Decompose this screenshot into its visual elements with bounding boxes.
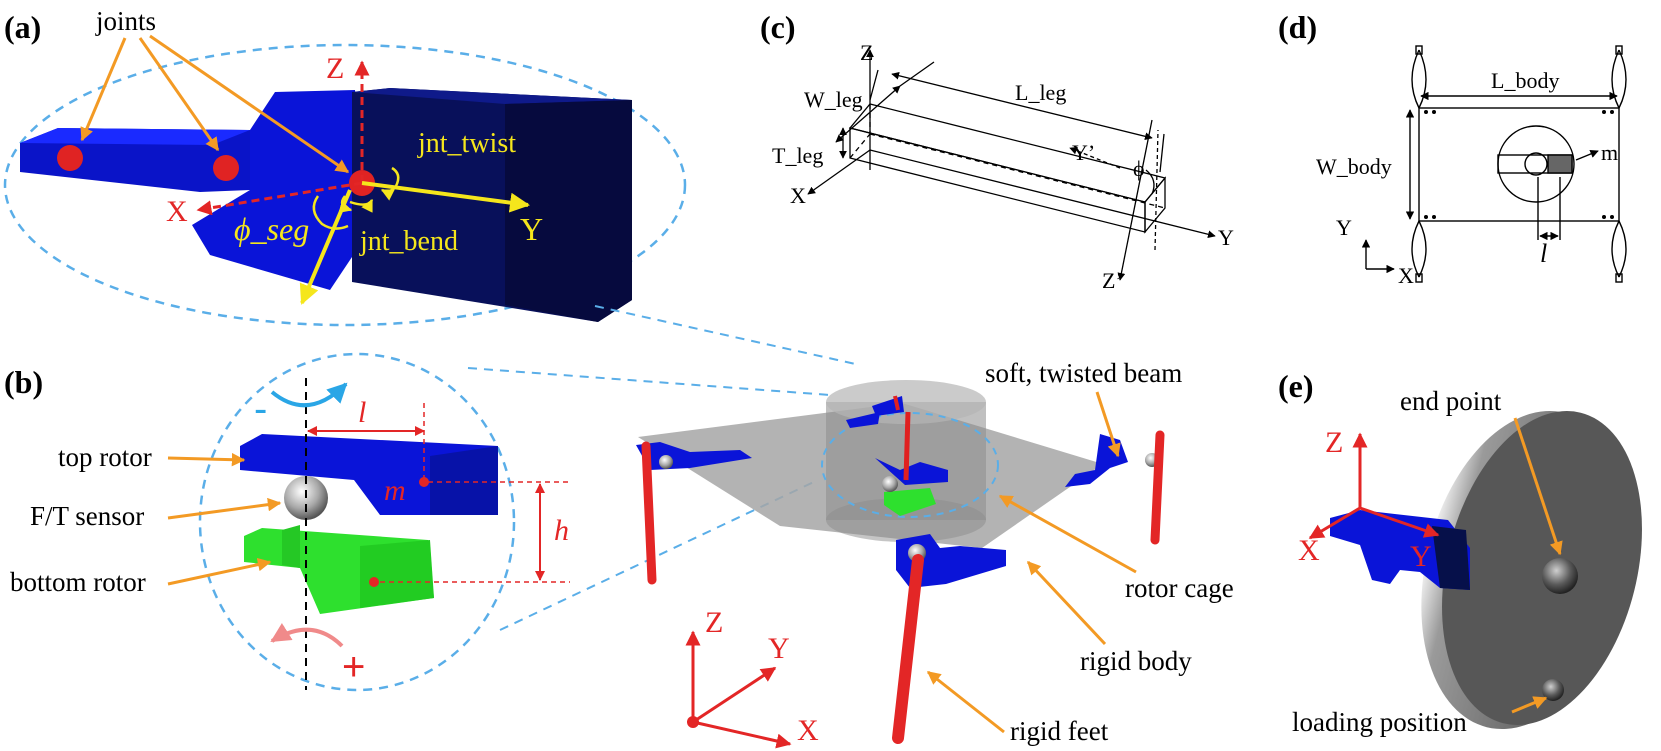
bottom-rotor-label: bottom rotor — [10, 567, 146, 597]
panel-b: (b) - + l m h top rotor F/T sensor — [4, 352, 570, 692]
zoom-connector — [467, 367, 831, 396]
panel-label-d: (d) — [1278, 9, 1317, 45]
joint-dot — [213, 155, 239, 181]
axis-z-label: Z — [326, 52, 344, 85]
loading-position-label: loading position — [1292, 707, 1467, 737]
panel-d-m-label: m — [1601, 140, 1618, 165]
t-leg-label: T_leg — [772, 143, 823, 168]
m-label: m — [384, 474, 406, 507]
panel-c: (c) Z W_leg — [760, 9, 1234, 293]
rotation-arrow-minus — [270, 382, 348, 408]
plus-sign: + — [342, 645, 365, 689]
joint-dot — [57, 145, 83, 171]
robot-axis-y-label: Y — [768, 632, 790, 665]
w-body-label: W_body — [1316, 154, 1392, 179]
robot-foot — [641, 441, 657, 585]
z-prime-label: Z’ — [1102, 268, 1123, 293]
zoom-connector — [594, 305, 861, 366]
l-body-label: L_body — [1491, 68, 1559, 93]
joints-arrow — [80, 37, 127, 142]
robot-axis-x-label: X — [797, 714, 819, 747]
panel-label-b: (b) — [4, 364, 43, 400]
panel-e-axis-y — [1359, 506, 1440, 538]
leg-segment-middle — [192, 90, 360, 290]
top-rotor-label: top rotor — [58, 442, 152, 472]
panel-a: (a) joints Z X Y jnt_twist jnt_ — [3, 6, 687, 327]
twist-rotation-icon — [380, 166, 400, 201]
y-prime-label: Y’ — [1072, 140, 1095, 165]
axis-x-line — [196, 181, 363, 216]
soft-twisted-beam-label: soft, twisted beam — [985, 358, 1182, 388]
bottom-mass-point — [369, 577, 379, 587]
l-label: l — [358, 396, 366, 429]
panel-label-e: (e) — [1278, 368, 1314, 404]
phi-seg-arc — [312, 195, 349, 230]
robot-foot — [1150, 430, 1165, 545]
panel-label-c: (c) — [760, 9, 796, 45]
bend-rotation-icon-2 — [338, 195, 353, 213]
panel-d: (d) — [1278, 9, 1627, 288]
rotor-cage-label: rotor cage — [1125, 573, 1234, 603]
rotation-arrow-plus — [270, 622, 344, 648]
w-leg-label: W_leg — [804, 87, 863, 112]
robot-model: soft, twisted beam rotor cage rigid body… — [636, 358, 1234, 749]
axis-x-label: X — [166, 195, 188, 228]
axis-y-label: Y — [520, 211, 543, 247]
jnt-twist-label: jnt_twist — [417, 128, 516, 159]
robot-axis-x — [692, 720, 792, 749]
panel-e-z-label: Z — [1325, 426, 1343, 459]
robot-zoom-ellipse — [821, 412, 999, 518]
robot-foot — [892, 554, 924, 744]
axis-y-line — [361, 181, 530, 213]
end-point-label: end point — [1400, 386, 1502, 416]
h-label: h — [554, 514, 569, 547]
robot-green-rotor — [884, 488, 936, 516]
rigid-body-label: rigid body — [1080, 646, 1192, 676]
robot-axis-z-label: Z — [705, 606, 723, 639]
joints-label: joints — [95, 6, 156, 36]
panel-c-x-label: X — [790, 183, 806, 208]
minus-sign: - — [254, 387, 267, 431]
panel-e: (e) Z X Y end point loading position — [1278, 368, 1642, 737]
end-plate — [1442, 411, 1642, 725]
rigid-feet-label: rigid feet — [1010, 716, 1109, 746]
panel-label-a: (a) — [4, 9, 41, 45]
ft-sensor-label: F/T sensor — [30, 501, 144, 531]
end-point-sphere — [1542, 558, 1578, 594]
joints-arrow — [149, 34, 350, 174]
robot-axis-y — [692, 666, 777, 724]
joints-arrow — [138, 37, 220, 152]
body-rectangle — [1418, 107, 1620, 222]
phi-label: ϕ — [1133, 156, 1145, 181]
bend-rotation-icon — [349, 198, 374, 213]
l-leg-label: L_leg — [1015, 80, 1066, 105]
mass-point — [419, 477, 429, 487]
panel-e-x-label: X — [1298, 534, 1320, 567]
panel-d-l-label: l — [1540, 239, 1547, 268]
panel-c-y-label: Y — [1218, 225, 1234, 250]
panel-d-x-label: X — [1398, 263, 1414, 288]
loading-position-sphere — [1542, 679, 1564, 701]
zoom-ellipse-b — [198, 352, 516, 692]
zoom-ellipse-a — [3, 43, 687, 327]
phi-seg-label: ϕ_seg — [234, 211, 309, 247]
panel-e-axis-x — [1308, 506, 1361, 540]
panel-c-z-label: Z — [860, 40, 873, 65]
panel-e-y-label: Y — [1410, 540, 1432, 573]
beam-top-face — [848, 103, 1167, 203]
jnt-bend-label: jnt_bend — [359, 226, 458, 257]
panel-d-y-label: Y — [1336, 215, 1352, 240]
